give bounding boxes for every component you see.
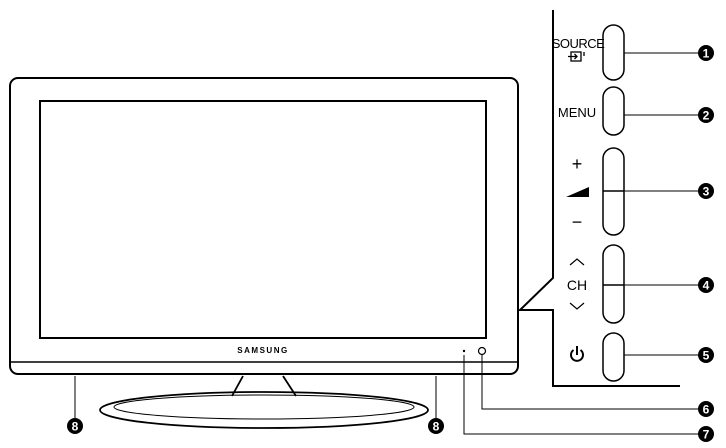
svg-text:1: 1 [703, 47, 710, 61]
speaker-leaders [74, 376, 437, 418]
control-panel [517, 10, 680, 387]
volume-plus-label: + [572, 154, 583, 174]
tv-stand [99, 375, 429, 429]
svg-text:7: 7 [703, 428, 710, 442]
callout-8-right: 8 [428, 418, 444, 434]
source-button[interactable] [602, 24, 625, 81]
power-icon [570, 346, 584, 362]
callout-5: 5 [698, 347, 714, 363]
callout-8-left: 8 [67, 418, 83, 434]
callout-3: 3 [698, 183, 714, 199]
tv-body [9, 77, 519, 375]
callout-leaders [463, 52, 700, 435]
power-button[interactable] [602, 332, 625, 382]
svg-text:8: 8 [72, 420, 79, 434]
remote-sensor [477, 346, 487, 356]
channel-down-icon [569, 302, 585, 310]
callout-4: 4 [698, 277, 714, 293]
tv-bezel [9, 77, 519, 375]
callout-2: 2 [698, 107, 714, 123]
source-label: SOURCE [552, 36, 605, 51]
svg-text:6: 6 [703, 403, 710, 417]
stand-base-outer [99, 391, 429, 429]
panel-outline [517, 10, 680, 387]
svg-text:4: 4 [703, 279, 710, 293]
svg-text:2: 2 [703, 109, 710, 123]
svg-text:3: 3 [703, 185, 710, 199]
stand-base-inner [113, 394, 415, 420]
callout-1: 1 [698, 45, 714, 61]
volume-wedge-icon [566, 187, 589, 197]
svg-text:8: 8 [433, 420, 440, 434]
channel-label: CH [567, 277, 587, 293]
input-source-icon [568, 51, 585, 62]
volume-minus-label: − [572, 212, 583, 232]
svg-text:5: 5 [703, 349, 710, 363]
menu-button[interactable] [602, 86, 625, 136]
menu-label: MENU [558, 105, 596, 120]
callout-6: 6 [698, 401, 714, 417]
channel-button[interactable] [602, 244, 625, 324]
channel-up-icon [569, 258, 585, 266]
tv-screen [39, 100, 487, 339]
callout-7: 7 [698, 426, 714, 442]
power-indicator [462, 349, 466, 353]
brand-logo: SAMSUNG [237, 346, 288, 355]
